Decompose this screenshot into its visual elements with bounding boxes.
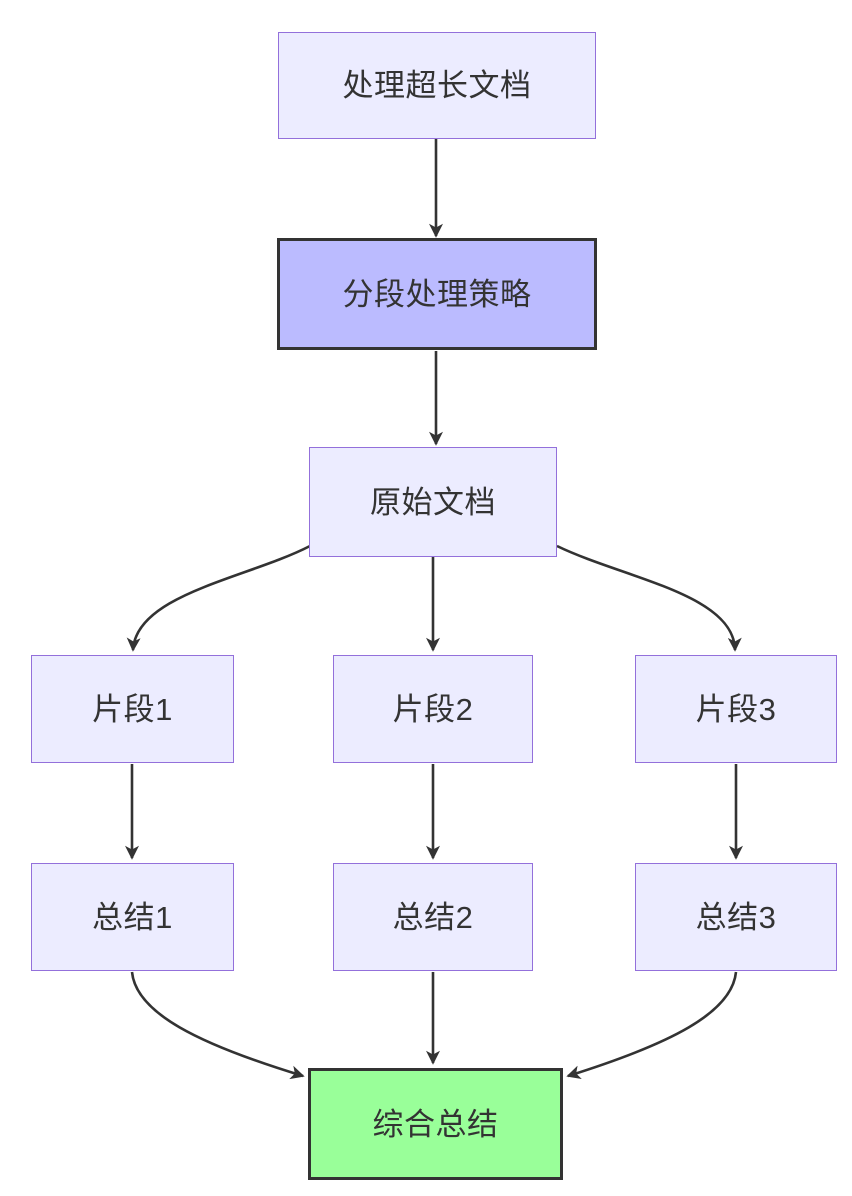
node-label: 原始文档 <box>370 484 496 520</box>
node-label: 总结3 <box>695 899 777 935</box>
node-label: 总结2 <box>392 899 474 935</box>
node-process-long-doc: 处理超长文档 <box>278 32 596 139</box>
edge-c-d <box>126 544 311 652</box>
node-fragment-3: 片段3 <box>635 655 837 763</box>
node-label: 分段处理策略 <box>342 276 532 312</box>
node-label: 片段2 <box>392 691 474 727</box>
edge-c-f <box>556 544 742 652</box>
node-segmentation-strategy: 分段处理策略 <box>277 238 597 350</box>
node-summary-1: 总结1 <box>31 863 234 971</box>
node-label: 总结1 <box>92 899 173 935</box>
node-label: 处理超长文档 <box>342 68 532 103</box>
node-original-doc: 原始文档 <box>309 447 557 557</box>
node-summary-2: 总结2 <box>333 863 533 971</box>
node-final-summary: 综合总结 <box>308 1068 563 1180</box>
node-label: 片段1 <box>92 691 173 727</box>
node-fragment-1: 片段1 <box>31 655 234 763</box>
edge-i-j <box>566 971 738 1080</box>
node-label: 片段3 <box>695 691 777 727</box>
node-label: 综合总结 <box>372 1106 499 1142</box>
node-fragment-2: 片段2 <box>333 655 533 763</box>
edge-g-j <box>130 971 305 1080</box>
node-summary-3: 总结3 <box>635 863 837 971</box>
